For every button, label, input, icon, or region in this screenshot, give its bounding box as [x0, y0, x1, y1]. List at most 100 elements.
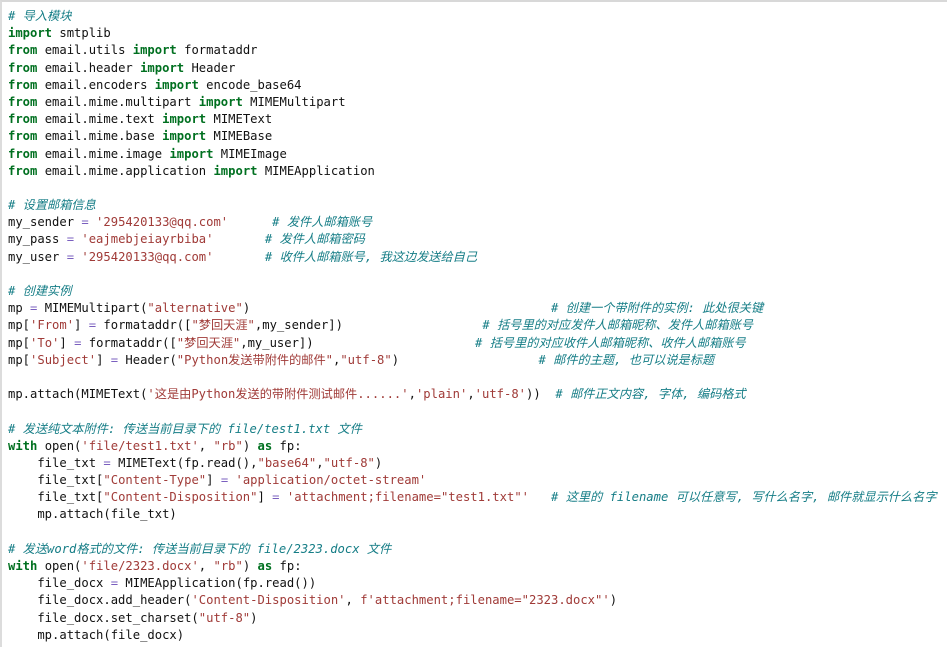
code-line[interactable]: mp.attach(MIMEText('这是由Python发送的带附件测试邮件.… [8, 386, 947, 403]
token-plain: MIMEApplication(fp.read()) [118, 576, 317, 591]
code-line[interactable]: mp['Subject'] = Header("Python发送带附件的邮件",… [8, 352, 947, 369]
token-cmt: # 发件人邮箱密码 [264, 232, 365, 247]
token-plain: fp: [272, 559, 302, 573]
code-line[interactable]: from email.mime.text import MIMEText [8, 111, 947, 128]
code-line[interactable]: # 创建实例 [8, 283, 947, 300]
token-str: 'To' [30, 335, 60, 350]
token-plain: MIMEText [206, 112, 273, 127]
token-op: = [88, 318, 97, 333]
token-op: = [66, 232, 75, 247]
token-plain: , [333, 352, 341, 367]
token-str: '295420133@qq.com' [74, 249, 214, 264]
code-line[interactable]: from email.mime.application import MIMEA… [8, 163, 947, 180]
code-line[interactable]: mp.attach(file_docx) [8, 627, 947, 644]
token-plain: email.mime.image [37, 146, 170, 161]
token-plain: mp[ [8, 352, 31, 367]
token-op: = [30, 301, 38, 316]
token-kw: import [198, 94, 243, 109]
token-cmt: # 括号里的对应收件人邮箱昵称、收件人邮箱账号 [475, 335, 746, 350]
token-cmt: # 邮件正文内容, 字体, 编码格式 [555, 387, 746, 402]
code-line[interactable]: mp.attach(file_txt) [8, 506, 947, 523]
code-line[interactable]: # 导入模块 [8, 8, 947, 25]
code-line[interactable]: with open('file/test1.txt', "rb") as fp: [8, 438, 947, 455]
token-op: = [272, 490, 280, 505]
token-str: '这是由Python发送的带附件测试邮件......' [147, 387, 409, 402]
code-line[interactable]: file_txt["Content-Type"] = 'application/… [8, 472, 947, 489]
token-cmt: # 这里的 filename 可以任意写, 写什么名字, 邮件就显示什么名字 [551, 490, 937, 505]
token-op: = [110, 352, 119, 367]
code-line[interactable]: mp['To'] = formataddr(["梦回天涯",my_user]) … [8, 335, 947, 352]
token-str: 'utf-8' [474, 387, 527, 402]
token-plain: file_txt[ [8, 490, 104, 505]
token-cmt: # 创建一个带附件的实例: 此处很关键 [551, 301, 764, 316]
code-line[interactable]: file_txt["Content-Disposition"] = 'attac… [8, 489, 947, 506]
token-str: '295420133@qq.com' [88, 215, 229, 230]
code-line[interactable] [8, 524, 947, 541]
token-op: = [220, 473, 229, 488]
code-line[interactable]: file_docx.add_header('Content-Dispositio… [8, 592, 947, 609]
code-line[interactable]: mp = MIMEMultipart("alternative") # 创建一个… [8, 300, 947, 317]
token-str: 'attachment;filename="test1.txt"' [279, 490, 529, 505]
token-cmt: # 收件人邮箱账号, 我这边发送给自己 [264, 249, 478, 264]
code-line[interactable]: my_pass = 'eajmebjeiayrbiba' # 发件人邮箱密码 [8, 231, 947, 248]
code-line[interactable]: import smtplib [8, 25, 947, 42]
code-line[interactable]: from email.mime.image import MIMEImage [8, 146, 947, 163]
token-str: "Python发送带附件的邮件" [176, 352, 333, 367]
code-line[interactable]: from email.mime.base import MIMEBase [8, 128, 947, 145]
code-line[interactable]: from email.utils import formataddr [8, 42, 947, 59]
token-str: 'file/test1.txt' [81, 438, 199, 453]
code-line[interactable]: from email.mime.multipart import MIMEMul… [8, 94, 947, 111]
token-plain: ) [391, 352, 400, 367]
token-kw: as [257, 559, 273, 573]
token-plain: Header( [118, 352, 177, 367]
token-op: = [74, 335, 82, 350]
token-plain: email.encoders [37, 77, 155, 92]
code-line[interactable] [8, 369, 947, 386]
token-kw: from [8, 112, 38, 127]
token-plain: )) [526, 387, 541, 402]
token-plain: ) [250, 610, 258, 625]
token-str: "alternative" [147, 301, 243, 316]
token-plain: , [316, 455, 324, 470]
token-op: = [110, 576, 119, 591]
code-line[interactable]: file_txt = MIMEText(fp.read(),"base64","… [8, 455, 947, 472]
token-str: "utf-8" [323, 455, 375, 470]
token-plain: file_docx.set_charset( [8, 610, 199, 625]
code-line[interactable]: # 发送word格式的文件: 传送当前目录下的 file/2323.docx 文… [8, 541, 947, 558]
token-kw: import [169, 146, 214, 161]
token-str: "utf-8" [198, 610, 251, 625]
token-op: = [103, 455, 111, 470]
token-kw: import [213, 163, 258, 178]
token-plain: my_pass [8, 232, 67, 247]
token-str: "rb" [213, 438, 243, 453]
token-str: 'Subject' [30, 352, 97, 367]
token-plain: MIMEMultipart( [37, 301, 148, 316]
token-plain: , [198, 438, 214, 453]
token-plain: , [198, 559, 214, 573]
code-line[interactable]: mp['From'] = formataddr(["梦回天涯",my_sende… [8, 317, 947, 334]
token-cmt: # 设置邮箱信息 [8, 198, 96, 213]
code-line[interactable]: my_sender = '295420133@qq.com' # 发件人邮箱账号 [8, 214, 947, 231]
code-line[interactable] [8, 403, 947, 420]
code-line[interactable] [8, 266, 947, 283]
token-pad [314, 336, 475, 350]
token-kw: as [257, 438, 273, 453]
code-line[interactable] [8, 180, 947, 197]
code-line[interactable]: my_user = '295420133@qq.com' # 收件人邮箱账号, … [8, 249, 947, 266]
code-line[interactable]: file_docx.set_charset("utf-8") [8, 610, 947, 627]
code-line[interactable]: # 发送纯文本附件: 传送当前目录下的 file/test1.txt 文件 [8, 421, 947, 438]
code-line[interactable]: # 设置邮箱信息 [8, 197, 947, 214]
token-plain: mp.attach(file_txt) [8, 507, 177, 522]
code-line[interactable]: with open('file/2323.docx', "rb") as fp: [8, 558, 947, 575]
token-kw: import [154, 77, 199, 92]
token-plain: ] [59, 335, 75, 350]
token-cmt: # 发件人邮箱账号 [272, 215, 373, 230]
token-pad [529, 490, 551, 504]
token-kw: from [8, 129, 38, 144]
code-line[interactable]: file_docx = MIMEApplication(fp.read()) [8, 575, 947, 592]
token-plain: , [467, 387, 475, 402]
code-line[interactable]: from email.header import Header [8, 60, 947, 77]
code-line[interactable]: from email.encoders import encode_base64 [8, 77, 947, 94]
